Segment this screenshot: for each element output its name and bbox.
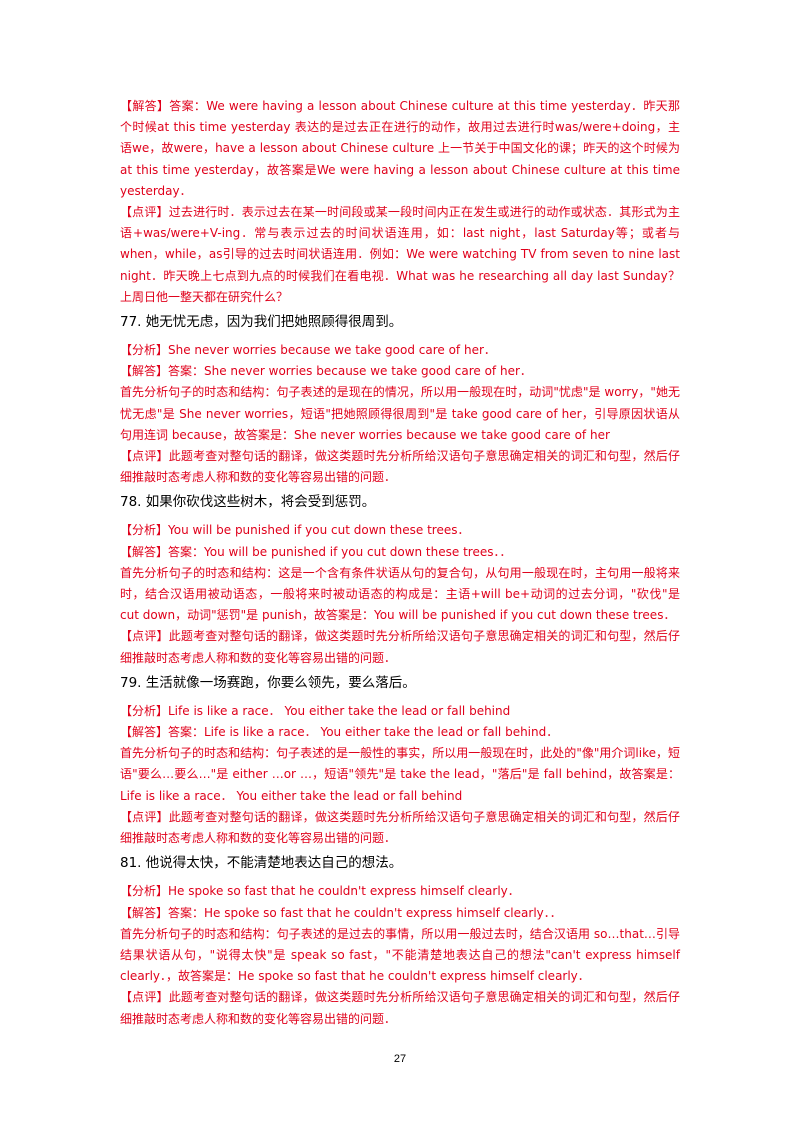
answer-text: 【解答】答案：He spoke so fast that he couldn't… xyxy=(120,905,562,920)
question-text: 79. 生活就像一场赛跑，你要么领先，要么落后。 xyxy=(120,674,416,691)
comment-text: 【点评】此题考查对整句话的翻译，做这类题时先分析所给汉语句子意思确定相关的词汇和… xyxy=(120,449,680,485)
comment-text: 【点评】此题考查对整句话的翻译，做这类题时先分析所给汉语句子意思确定相关的词汇和… xyxy=(120,629,680,665)
question-79: 79. 生活就像一场赛跑，你要么领先，要么落后。 【分析】Life is lik… xyxy=(120,671,680,849)
explanation-text: 首先分析句子的时态和结构：句子表述的是过去的事情，所以用一般过去时，结合汉语用 … xyxy=(120,926,680,984)
question-78: 78. 如果你砍伐这些树木，将会受到惩罚。 【分析】You will be pu… xyxy=(120,490,680,668)
comment-text: 【点评】此题考查对整句话的翻译，做这类题时先分析所给汉语句子意思确定相关的词汇和… xyxy=(120,990,680,1026)
question-81: 81. 他说得太快，不能清楚地表达自己的想法。 【分析】He spoke so … xyxy=(120,851,680,1029)
answer-text: 【解答】答案：She never worries because we take… xyxy=(120,364,532,379)
answer-text: 【解答】答案：You will be punished if you cut d… xyxy=(120,544,512,559)
question-text: 77. 她无忧无虑，因为我们把她照顾得很周到。 xyxy=(120,314,403,331)
analysis-text: 【分析】She never worries because we take go… xyxy=(120,343,496,358)
intro-comment: 【点评】过去进行时．表示过去在某一时间段或某一段时间内正在发生或进行的动作或状态… xyxy=(120,205,680,304)
explanation-text: 首先分析句子的时态和结构：这是一个含有条件状语从句的复合句，从句用一般现在时，主… xyxy=(120,565,680,623)
analysis-text: 【分析】You will be punished if you cut down… xyxy=(120,523,470,538)
intro-block: 【解答】答案：We were having a lesson about Chi… xyxy=(120,96,680,308)
analysis-text: 【分析】Life is like a race． You either take… xyxy=(120,703,511,718)
answer-text: 【解答】答案：Life is like a race． You either t… xyxy=(120,725,559,740)
analysis-text: 【分析】He spoke so fast that he couldn't ex… xyxy=(120,884,520,899)
document-page: 【解答】答案：We were having a lesson about Chi… xyxy=(120,96,680,1030)
question-77: 77. 她无忧无虑，因为我们把她照顾得很周到。 【分析】She never wo… xyxy=(120,310,680,488)
explanation-text: 首先分析句子的时态和结构：句子表述的是一般性的事实，所以用一般现在时，此处的"像… xyxy=(120,746,680,803)
intro-answer: 【解答】答案：We were having a lesson about Chi… xyxy=(120,99,680,198)
question-text: 81. 他说得太快，不能清楚地表达自己的想法。 xyxy=(120,855,403,872)
explanation-text: 首先分析句子的时态和结构：句子表述的是现在的情况，所以用一般现在时，动词"忧虑"… xyxy=(120,385,680,442)
page-number: 27 xyxy=(393,1053,407,1065)
question-text: 78. 如果你砍伐这些树木，将会受到惩罚。 xyxy=(120,494,376,511)
comment-text: 【点评】此题考查对整句话的翻译，做这类题时先分析所给汉语句子意思确定相关的词汇和… xyxy=(120,809,680,846)
